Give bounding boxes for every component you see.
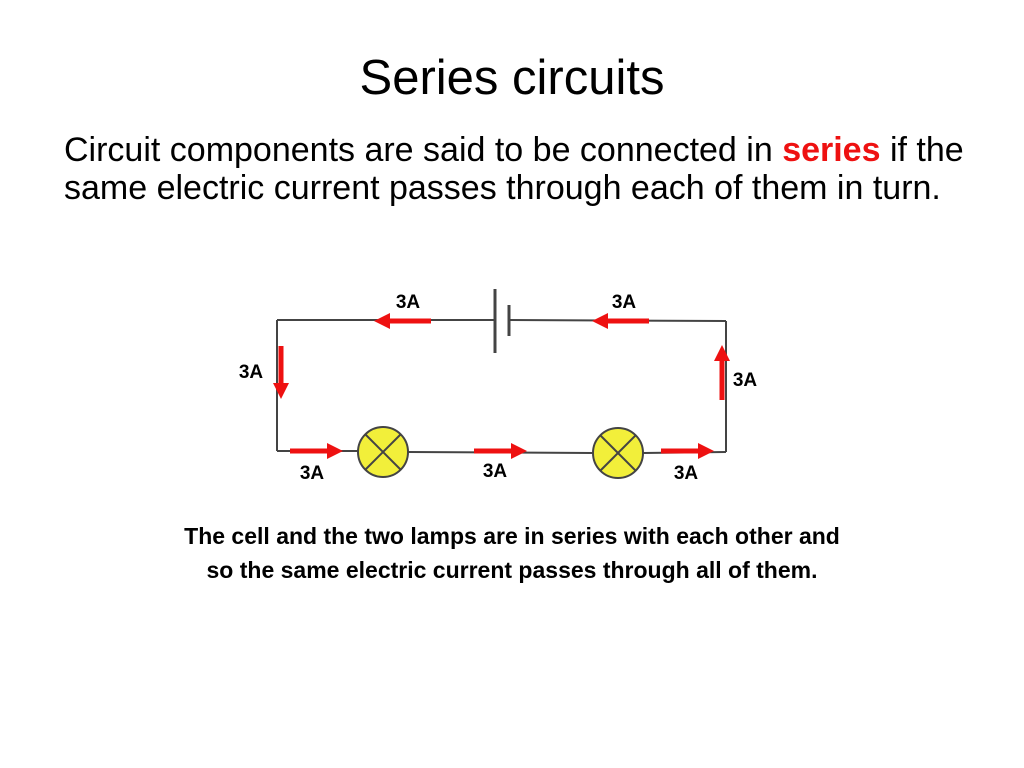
current-label-bottom-middle: 3A (483, 461, 508, 482)
arrow-right-up (714, 345, 730, 400)
arrow-left-down (273, 346, 289, 399)
intro-text-start: Circuit components are said to be connec… (64, 131, 783, 169)
current-label-bottom-right: 3A (674, 463, 699, 484)
current-arrows (273, 313, 730, 459)
lamp-right-cross-b (599, 434, 637, 472)
current-label-top-right: 3A (612, 292, 637, 313)
circuit-wires (276, 319, 727, 454)
arrow-top-left (374, 313, 431, 329)
intro-text: Circuit components are said to be connec… (64, 131, 964, 207)
lamp-left-cross-b (364, 433, 402, 471)
arrow-bottom-left (290, 443, 343, 459)
diagram-caption: The cell and the two lamps are in series… (62, 519, 962, 587)
current-labels: 3A 3A 3A 3A 3A 3A 3A (239, 292, 758, 484)
current-label-right: 3A (733, 370, 758, 391)
arrow-bottom-right (661, 443, 714, 459)
slide-title: Series circuits (359, 51, 665, 105)
arrow-top-right (592, 313, 649, 329)
current-label-left: 3A (239, 362, 264, 383)
cell-symbol (493, 289, 511, 353)
arrow-bottom-middle (474, 443, 527, 459)
caption-line-1: The cell and the two lamps are in series… (184, 523, 840, 549)
series-keyword: series (782, 131, 881, 169)
lamp-right (592, 427, 644, 479)
current-label-bottom-left: 3A (300, 463, 325, 484)
caption-line-2: so the same electric current passes thro… (206, 557, 818, 583)
current-label-top-left: 3A (396, 292, 421, 313)
intro-text-end: if the same electric current passes thro… (64, 131, 964, 207)
lamp-left (357, 426, 409, 478)
